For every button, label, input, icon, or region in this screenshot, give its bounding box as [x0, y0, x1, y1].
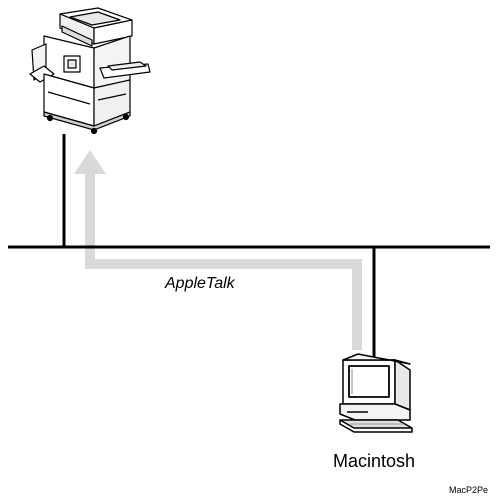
data-path-arrow	[74, 150, 362, 350]
figure-code: MacP2Pe	[448, 485, 488, 495]
computer-label: Macintosh	[333, 451, 416, 471]
network-protocol-label: AppleTalk	[165, 275, 235, 292]
macintosh-computer-icon	[339, 353, 413, 433]
copier-printer-icon	[29, 7, 151, 135]
